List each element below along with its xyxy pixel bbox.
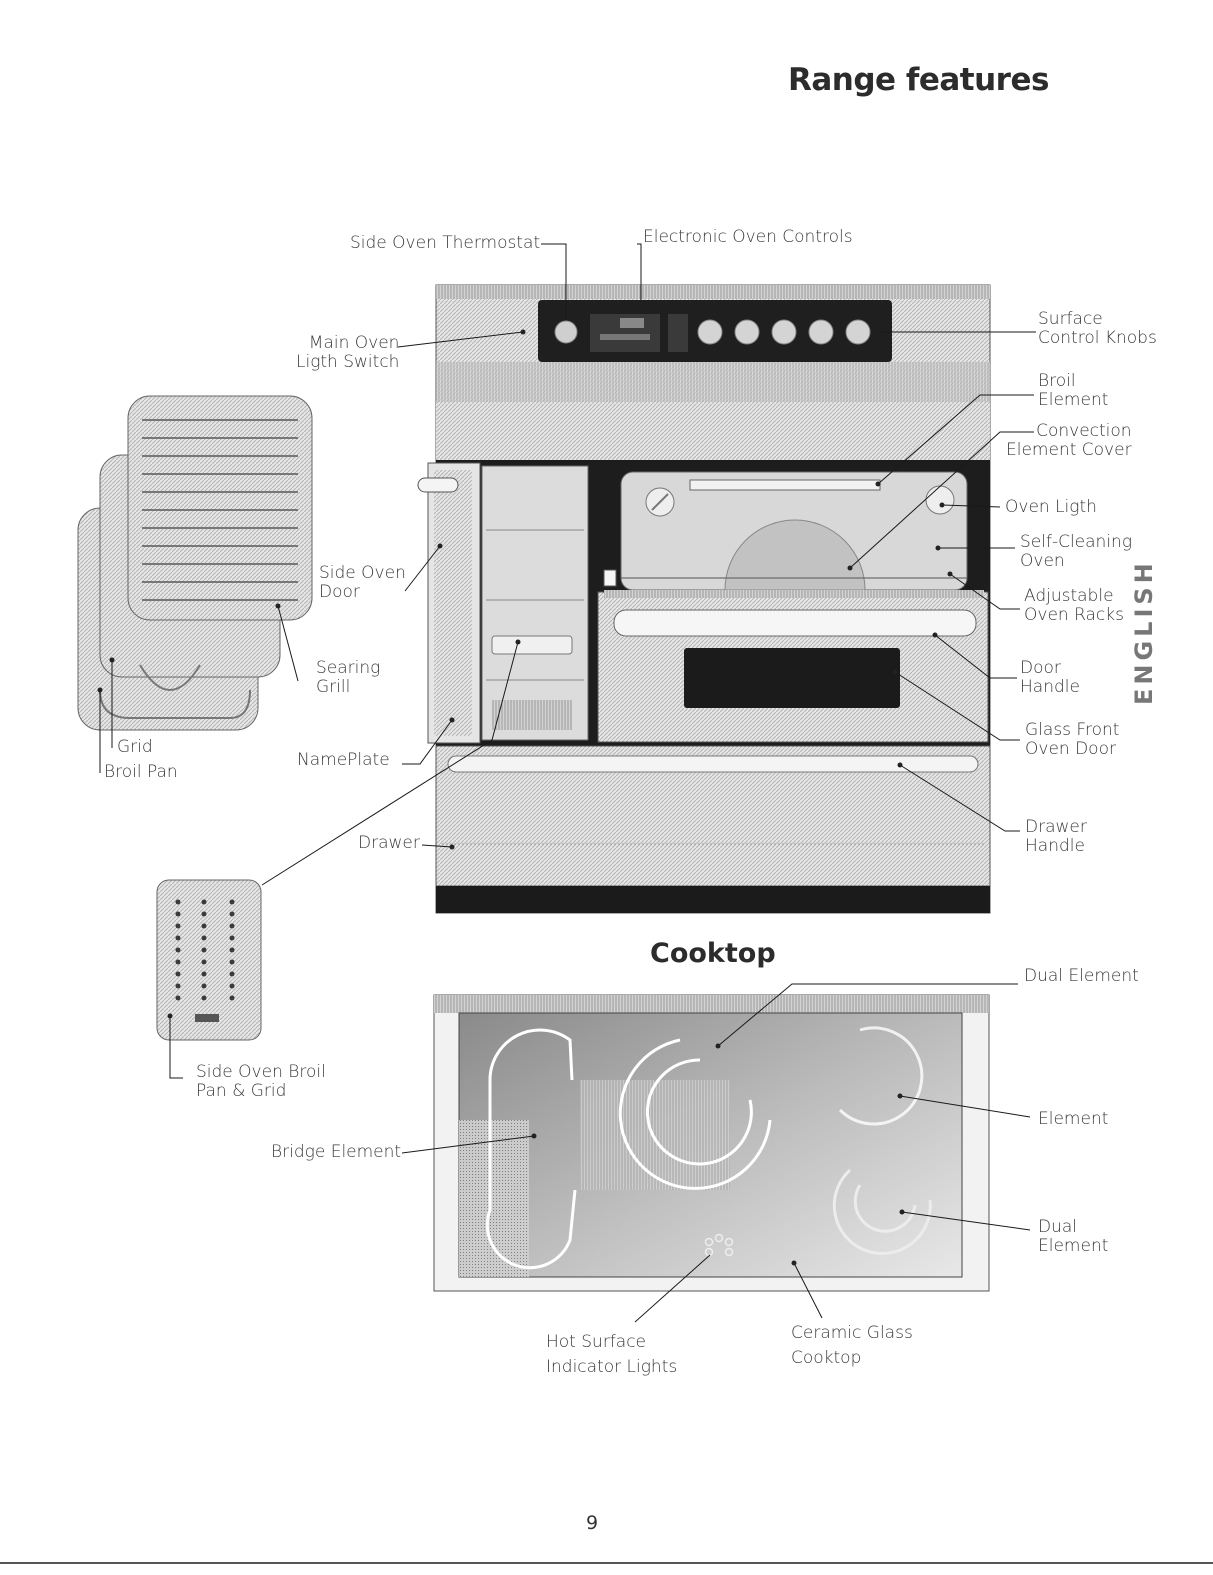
label-main-oven-light-switch: Main Oven Ligth Switch: [296, 333, 400, 372]
label-bridge-element: Bridge Element: [271, 1142, 402, 1162]
label-glass-front-oven-door: Glass Front Oven Door: [1025, 720, 1120, 759]
label-electronic-oven-controls: Electronic Oven Controls: [643, 227, 853, 247]
page-title: Range features: [788, 62, 1049, 98]
label-broil-pan: Broil Pan: [104, 762, 178, 782]
label-surface-control-knobs: Surface Control Knobs: [1038, 309, 1157, 348]
bottom-rule: [0, 1562, 1213, 1564]
range-body: [417, 284, 991, 914]
label-drawer-handle: Drawer Handle: [1025, 817, 1087, 856]
cooktop-illustration: [433, 994, 990, 1292]
side-oven-broil-pan-illustration: [156, 879, 262, 1041]
label-convection-element-cover: Convection Element Cover: [1006, 421, 1132, 460]
label-drawer: Drawer: [358, 833, 420, 853]
leader-lines: [99, 243, 1036, 1323]
broil-pans-illustration: [77, 395, 313, 731]
label-side-oven-thermostat: Side Oven Thermostat: [350, 233, 541, 253]
label-door-handle: Door Handle: [1020, 658, 1080, 697]
label-hot-surface-indicator: Hot Surface Indicator Lights: [546, 1332, 678, 1377]
label-side-oven-broil-pan: Side Oven Broil Pan & Grid: [196, 1062, 326, 1101]
label-nameplate: NamePlate: [297, 750, 390, 770]
label-ceramic-glass-cooktop: Ceramic Glass Cooktop: [791, 1323, 913, 1368]
label-grid: Grid: [117, 737, 153, 757]
label-searing-grill: Searing Grill: [316, 658, 381, 697]
oven-door-window: [684, 648, 900, 708]
label-adjustable-oven-racks: Adjustable Oven Racks: [1024, 586, 1124, 625]
label-oven-light: Oven Ligth: [1005, 497, 1097, 517]
label-dual-element-bottom: Dual Element: [1038, 1217, 1109, 1256]
cooktop-heading: Cooktop: [650, 938, 776, 969]
page-number: 9: [586, 1512, 599, 1534]
label-self-cleaning-oven: Self-Cleaning Oven: [1020, 532, 1133, 571]
label-dual-element-top: Dual Element: [1024, 966, 1139, 986]
label-element: Element: [1038, 1109, 1109, 1129]
label-broil-element: Broil Element: [1038, 371, 1109, 410]
label-side-oven-door: Side Oven Door: [319, 563, 406, 602]
